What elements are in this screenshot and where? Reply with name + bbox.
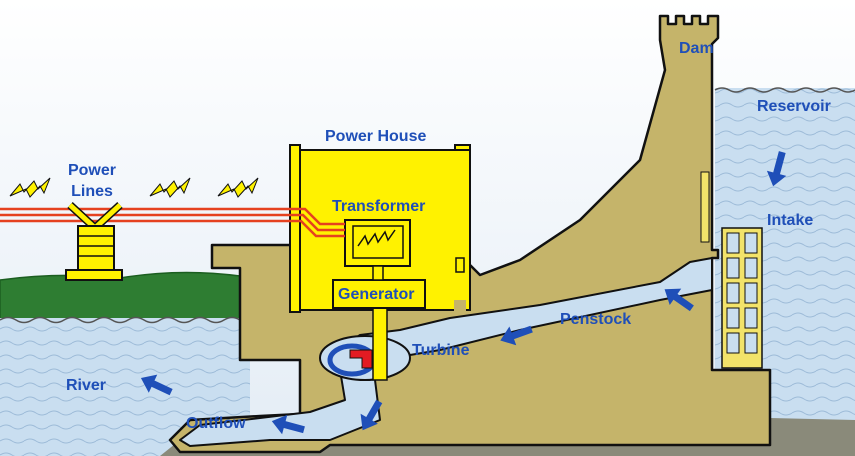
river-label: River xyxy=(66,377,107,394)
power-house-label: Power House xyxy=(325,128,427,145)
turbine-housing xyxy=(319,335,411,381)
power-lines-label-line2: Lines xyxy=(71,183,113,200)
generator-shaft xyxy=(372,304,388,381)
arrow-outflow xyxy=(271,414,305,435)
transformer-label: Transformer xyxy=(332,198,426,215)
outflow-label: Outflow xyxy=(186,415,246,432)
dam-label: Dam xyxy=(679,40,714,57)
transformer-box xyxy=(344,219,411,281)
reservoir-label: Reservoir xyxy=(757,98,831,115)
arrow-intake xyxy=(664,288,694,312)
grass-bank xyxy=(0,271,241,323)
intake-label: Intake xyxy=(767,212,814,229)
transmission-tower xyxy=(65,202,123,281)
arrow-reservoir-down xyxy=(766,151,787,187)
intake-grill xyxy=(721,227,763,369)
turbine-label: Turbine xyxy=(412,342,470,359)
arrow-penstock xyxy=(500,325,533,346)
intake-gate xyxy=(700,171,710,243)
power-lines-label-line1: Power xyxy=(67,162,116,179)
flow-arrows xyxy=(140,151,787,435)
penstock-label: Penstock xyxy=(560,311,632,328)
electricity-bolts xyxy=(9,177,259,198)
generator-box xyxy=(332,279,426,309)
river-water xyxy=(0,316,250,456)
penstock-channel xyxy=(179,257,713,447)
arrow-draft-tube xyxy=(360,399,383,431)
arrow-river xyxy=(140,374,173,396)
generator-label: Generator xyxy=(338,286,415,303)
power-lines xyxy=(0,207,345,238)
